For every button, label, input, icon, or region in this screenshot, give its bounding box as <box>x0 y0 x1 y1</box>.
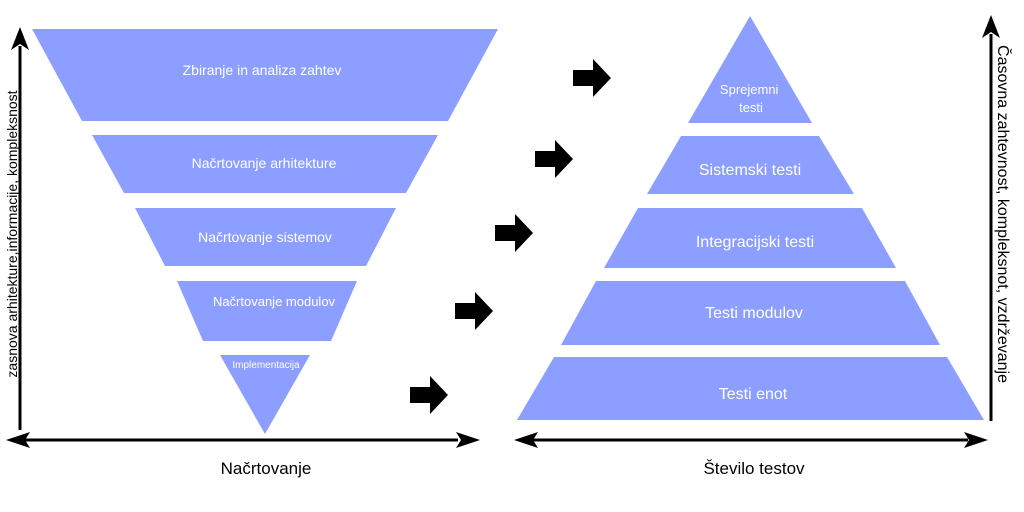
left-y-axis-arrowhead <box>11 27 29 50</box>
block-arrow-right-icon <box>455 292 493 330</box>
right-y-axis-arrowhead <box>982 15 1000 38</box>
pyramid-level-modules-label: Testi modulov <box>705 305 803 322</box>
funnel-level-modules <box>177 281 357 341</box>
right-y-axis-label: Časovna zahtevnost, kompleksnot, vzdržev… <box>994 45 1013 383</box>
left-x-axis-label: Načrtovanje <box>221 459 312 478</box>
pyramid-level-system-label: Sistemski testi <box>699 162 801 179</box>
pyramid-level-units <box>517 357 984 420</box>
left-x-axis-arrowhead-start <box>6 432 30 448</box>
funnel-level-implementation-label: Implementacija <box>232 360 300 371</box>
pyramid-level-acceptance-label-line1: Sprejemni <box>720 82 779 97</box>
funnel-level-systems-label: Načrtovanje sistemov <box>198 229 332 245</box>
funnel-level-requirements-label: Zbiranje in analiza zahtev <box>183 62 342 78</box>
funnel-level-implementation <box>220 355 310 434</box>
connector-arrows <box>410 59 611 414</box>
left-axes: Načrtovanje zasnova arhitekture,informac… <box>4 27 480 478</box>
pyramid-level-system <box>647 136 854 194</box>
right-x-axis-arrowhead-start <box>514 432 538 448</box>
pyramid-level-units-label: Testi enot <box>719 386 788 403</box>
pyramid-level-integration <box>604 208 896 268</box>
pyramid-level-acceptance <box>688 16 812 123</box>
block-arrow-right-icon <box>535 140 573 178</box>
pyramid-level-acceptance-label: Sprejemni testi <box>720 82 782 115</box>
right-x-axis-label: Število testov <box>703 459 805 478</box>
funnel-level-systems <box>135 208 396 266</box>
block-arrow-right-icon <box>495 214 533 252</box>
block-arrow-right-icon <box>410 376 448 414</box>
pyramid-level-modules <box>561 281 940 345</box>
funnel-level-architecture-label: Načrtovanje arhitekture <box>192 155 337 171</box>
right-x-axis-arrowhead-end <box>964 432 988 448</box>
funnel-level-requirements <box>32 29 498 121</box>
funnel-level-modules-label: Načrtovanje modulov <box>213 294 336 309</box>
left-y-axis-label: zasnova arhitekture,informacije, komplek… <box>4 90 20 377</box>
right-pyramid: Sprejemni testi Sistemski testi Integrac… <box>517 16 984 420</box>
pyramid-level-integration-label: Integracijski testi <box>696 234 814 251</box>
funnel-level-architecture <box>92 135 438 193</box>
right-axes: Število testov Časovna zahtevnost, kompl… <box>514 15 1013 478</box>
left-x-axis-arrowhead-end <box>456 432 480 448</box>
block-arrow-right-icon <box>573 59 611 97</box>
pyramid-level-acceptance-label-line2: testi <box>739 100 763 115</box>
left-funnel: Zbiranje in analiza zahtev Načrtovanje a… <box>32 29 498 434</box>
